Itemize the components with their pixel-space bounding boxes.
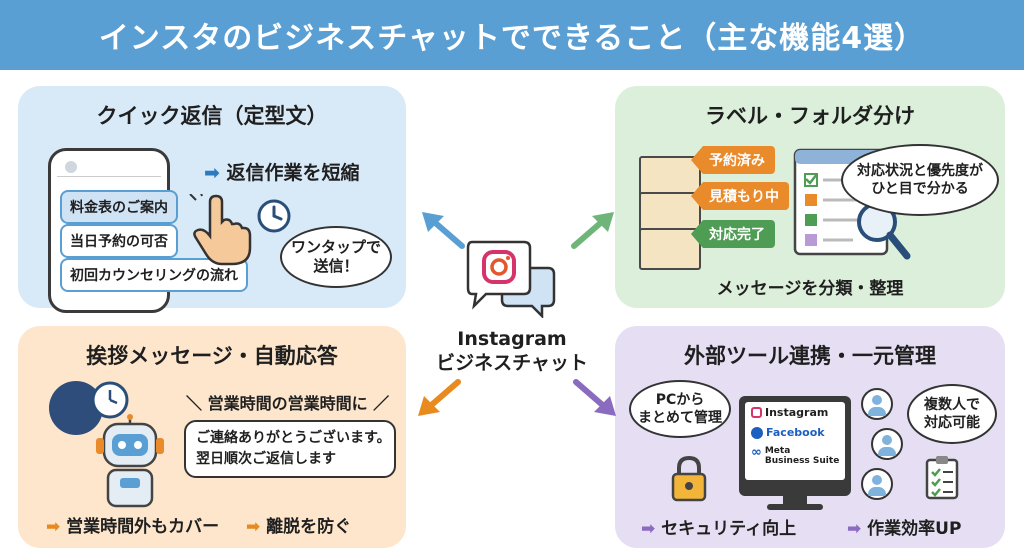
panel-heading: ラベル・フォルダ分け (705, 104, 915, 128)
benefit-label: ➡ セキュリティ向上 (641, 519, 797, 539)
label-tag: 予約済み (691, 146, 775, 174)
speech-bubble: 複数人で対応可能 (907, 384, 997, 444)
envelope-icon (639, 228, 701, 270)
arrow-down-left-icon (418, 379, 461, 416)
label-tag: 見積もり中 (691, 182, 789, 210)
clock-icon (257, 199, 291, 233)
user-avatar-icon (871, 428, 903, 460)
instagram-app: Instagram (751, 406, 828, 419)
checklist-icon (925, 456, 959, 500)
tap-hand-icon (189, 194, 252, 266)
speech-bubble: PCからまとめて管理 (629, 380, 731, 438)
label-tag: 対応完了 (691, 220, 775, 248)
speech-bubble: ワンタップで送信！ (280, 226, 392, 288)
template-chip[interactable]: 当日予約の可否 (60, 224, 178, 258)
panel-integration: 外部ツール連携・一元管理 PCからまとめて管理 Instagram Facebo… (615, 326, 1005, 548)
panel-labels: ラベル・フォルダ分け 予約済み 見積もり中 対応完了 対応状況と優先度がひと目で… (615, 86, 1005, 308)
center-label: Instagram ビジネスチャット (436, 328, 588, 374)
arrow-right-icon: ➡ (204, 162, 220, 184)
instagram-icon (751, 407, 762, 418)
benefit-label: ➡ 返信作業を短縮 (204, 162, 360, 184)
footer-label: メッセージを分類・整理 (716, 279, 904, 299)
padlock-icon (671, 456, 707, 502)
schedule-label: ＼ 営業時間の営業時間に ／ (186, 394, 390, 413)
facebook-app: Facebook (751, 426, 825, 439)
user-avatar-icon (861, 468, 893, 500)
panel-auto-reply: 挨拶メッセージ・自動応答 ＼ 営業時間の営業時間に ／ ご連絡ありがとうございま… (18, 326, 406, 548)
auto-reply-message: ご連絡ありがとうございます。 翌日順次ご返信します (184, 420, 396, 478)
benefit-label: ➡ 作業効率UP (847, 519, 962, 539)
panel-heading: クイック返信（定型文） (96, 104, 328, 128)
arrow-right-icon: ➡ (847, 519, 862, 539)
benefit-label: ➡ 営業時間外もカバー (46, 517, 220, 537)
panel-heading: 挨拶メッセージ・自動応答 (86, 344, 338, 368)
page-title: インスタのビジネスチャットでできること（主な機能4選） (98, 21, 926, 56)
arrow-right-icon: ➡ (246, 517, 261, 537)
meta-icon: ∞ (751, 445, 762, 460)
arrow-right-icon: ➡ (641, 519, 656, 539)
night-clock-icon (49, 381, 129, 435)
arrow-right-icon: ➡ (46, 517, 61, 537)
panel-heading: 外部ツール連携・一元管理 (684, 344, 936, 368)
speech-bubble: 対応状況と優先度がひと目で分かる (841, 144, 999, 216)
arrow-down-right-icon (573, 379, 616, 416)
facebook-icon (751, 426, 763, 439)
panel-quick-reply: クイック返信（定型文） 料金表のご案内 当日予約の可否 初回カウンセリングの流れ… (18, 86, 406, 313)
benefit-label: ➡ 離脱を防ぐ (246, 517, 352, 537)
title-bar: インスタのビジネスチャットでできること（主な機能4選） (0, 0, 1024, 70)
arrow-up-right-icon (571, 212, 614, 249)
arrow-up-left-icon (422, 212, 465, 249)
robot-icon (96, 414, 164, 508)
user-avatar-icon (861, 388, 893, 420)
template-chip[interactable]: 料金表のご案内 (60, 190, 178, 224)
instagram-chat-icon (466, 240, 556, 318)
